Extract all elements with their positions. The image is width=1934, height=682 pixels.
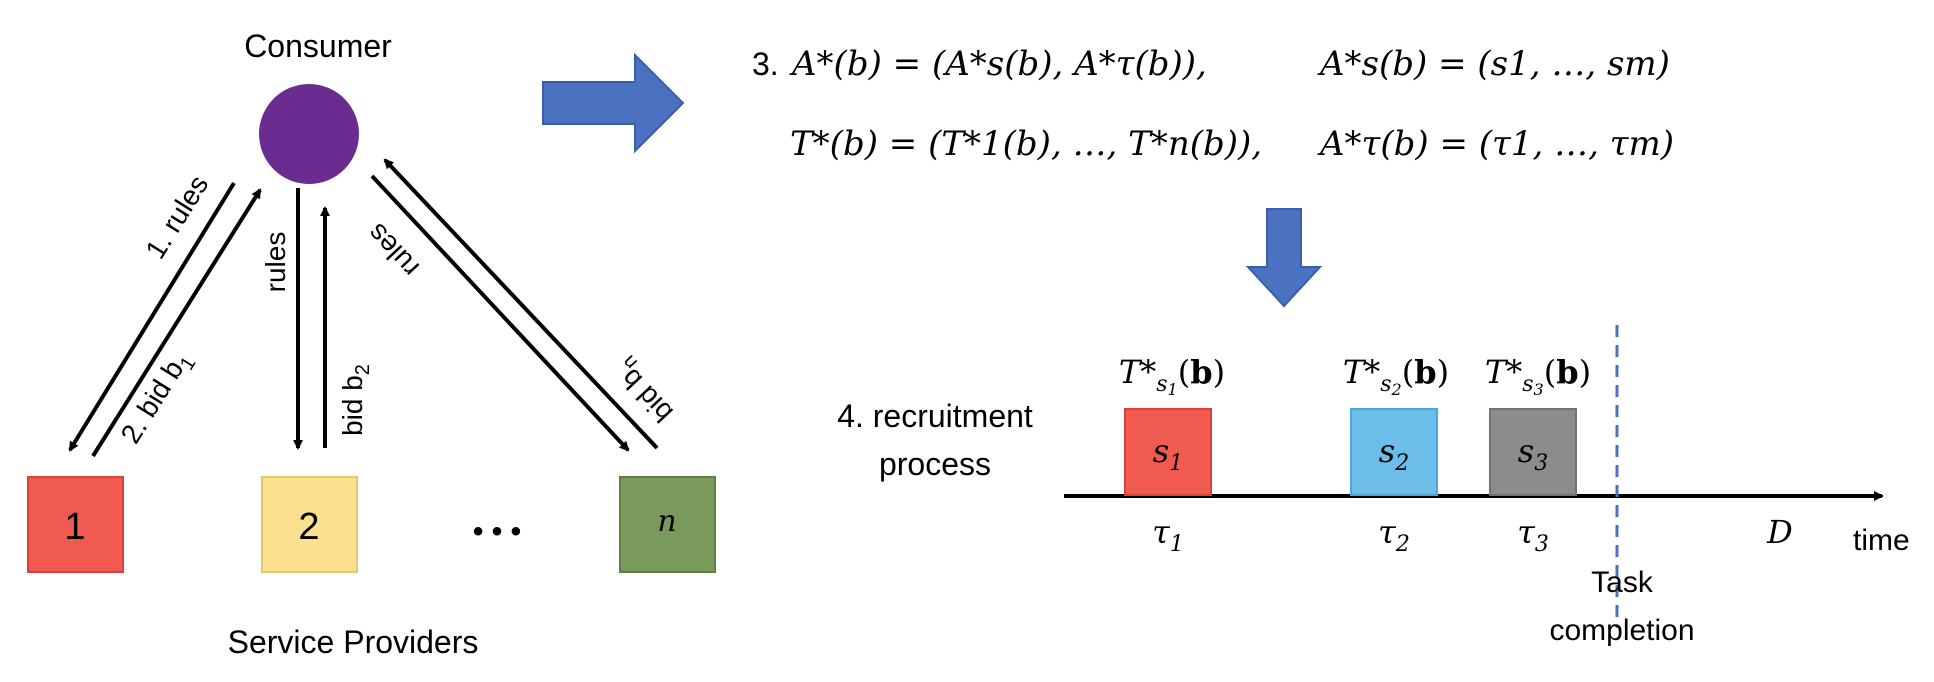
arrow-rules-to-1 bbox=[68, 181, 236, 452]
task-1-label: s1 bbox=[1153, 432, 1183, 476]
provider-label-2: 2 bbox=[298, 506, 319, 548]
provider-label-n: n bbox=[657, 504, 676, 539]
task-1-box bbox=[1124, 408, 1212, 496]
provider-box-n bbox=[619, 476, 716, 573]
arrow-bid-from-n bbox=[383, 158, 659, 450]
block-arrow-down bbox=[1245, 208, 1323, 308]
label-rules-n: rules bbox=[361, 218, 425, 284]
task-3-time: τ3 bbox=[1517, 513, 1549, 557]
label-bid-2: bid b2 bbox=[337, 364, 374, 436]
provider-label-1: 1 bbox=[64, 506, 85, 548]
providers-caption: Service Providers bbox=[228, 624, 479, 660]
step3-number: 3. bbox=[752, 46, 779, 82]
arrow-rules-to-n bbox=[370, 174, 630, 452]
arrow-bid-from-1 bbox=[91, 188, 262, 458]
deadline-label: D bbox=[1766, 513, 1793, 551]
step4-label-line1: 4. recruitment bbox=[837, 398, 1033, 434]
label-rules-1-group: 1. rules bbox=[139, 170, 214, 264]
task-3-heading: T*s3(b) bbox=[1485, 353, 1591, 399]
task-2-label: s2 bbox=[1379, 432, 1409, 476]
task-1-heading: T*s1(b) bbox=[1119, 353, 1225, 399]
task-1-time: τ1 bbox=[1152, 513, 1184, 557]
completion-label-line2: completion bbox=[1549, 614, 1694, 647]
task-2-heading: T*s2(b) bbox=[1343, 353, 1449, 399]
label-bid-n-group: bid bn bbox=[607, 351, 683, 429]
label-rules-n-group: rules bbox=[361, 218, 425, 284]
block-arrow-right bbox=[542, 52, 685, 154]
label-rules-2: rules bbox=[260, 232, 291, 293]
task-3-label: s3 bbox=[1518, 432, 1548, 476]
step3-equation-2a: T*(b) = (T*1(b), …, T*n(b)), bbox=[790, 124, 1262, 164]
label-rules-2-group: rules bbox=[260, 232, 291, 293]
consumer-label: Consumer bbox=[244, 28, 392, 64]
completion-label-line1: Task bbox=[1591, 566, 1654, 599]
label-bid-n: bid bn bbox=[607, 351, 683, 429]
step3-equation-1b: A*s(b) = (s1, …, sm) bbox=[1317, 44, 1670, 84]
step3-equation-2b: A*τ(b) = (τ1, …, τm) bbox=[1317, 124, 1674, 164]
label-rules-1: 1. rules bbox=[139, 170, 214, 264]
consumer-node bbox=[259, 84, 359, 184]
provider-box-2 bbox=[261, 476, 358, 573]
providers-ellipsis: • • • bbox=[473, 515, 521, 548]
step4-label-line2: process bbox=[879, 446, 991, 482]
time-axis-label: time bbox=[1853, 524, 1910, 557]
task-2-box bbox=[1350, 408, 1438, 496]
task-2-time: τ2 bbox=[1378, 513, 1410, 557]
step3-equation-1a: A*(b) = (A*s(b), A*τ(b)), bbox=[789, 44, 1207, 84]
label-bid-2-group: bid b2 bbox=[337, 364, 374, 436]
task-3-box bbox=[1489, 408, 1577, 496]
provider-box-1 bbox=[27, 476, 124, 573]
